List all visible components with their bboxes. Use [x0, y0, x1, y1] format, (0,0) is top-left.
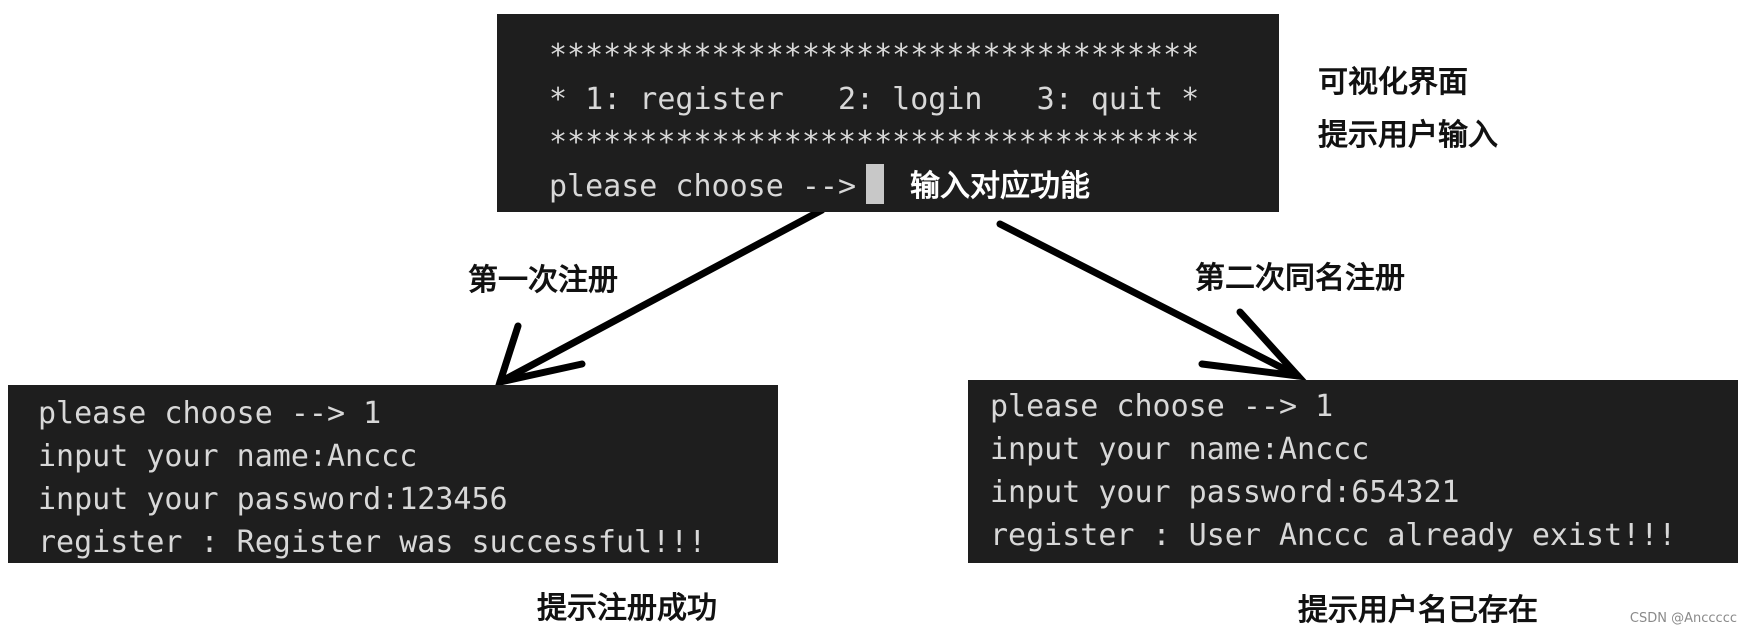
menu-terminal: ************************************ * 1…: [497, 14, 1279, 212]
menu-border-bottom: ************************************: [549, 125, 1200, 160]
watermark: CSDN @Anccccc: [1629, 611, 1737, 626]
menu-prompt-text: please choose -->: [549, 168, 857, 204]
arrow-head-left: [494, 322, 586, 387]
left-line-choose: please choose --> 1: [38, 396, 382, 431]
left-line-result: register : Register was successful!!!: [38, 525, 707, 560]
caption-register-success: 提示注册成功: [537, 591, 717, 626]
right-terminal-second-register: please choose --> 1 input your name:Ancc…: [968, 380, 1738, 563]
arrow-to-second-register: [996, 220, 1302, 380]
arrow-head-right: [1198, 308, 1307, 381]
left-terminal-first-register: please choose --> 1 input your name:Ancc…: [8, 385, 778, 563]
caption-username-exists: 提示用户名已存在: [1298, 593, 1538, 628]
right-line-choose: please choose --> 1: [990, 389, 1334, 424]
menu-options-line: * 1: register 2: login 3: quit *: [549, 81, 1200, 117]
arrow-to-first-register: [496, 206, 826, 386]
right-line-password: input your password:654321: [990, 475, 1460, 510]
right-line-result: register : User Anccc already exist!!!: [990, 518, 1677, 553]
menu-border-top: ************************************: [549, 38, 1200, 73]
caption-second-register: 第二次同名注册: [1195, 261, 1405, 296]
caption-prompt-user: 提示用户输入: [1318, 118, 1498, 153]
right-line-name: input your name:Anccc: [990, 432, 1370, 467]
caption-first-register: 第一次注册: [468, 263, 618, 298]
input-function-note: 输入对应功能: [910, 168, 1091, 204]
menu-prompt-line: please choose --> 输入对应功能: [549, 164, 1279, 209]
left-line-name: input your name:Anccc: [38, 439, 418, 474]
cursor-block-icon: [866, 164, 885, 204]
caption-visual-ui: 可视化界面: [1318, 65, 1468, 100]
left-line-password: input your password:123456: [38, 482, 508, 517]
